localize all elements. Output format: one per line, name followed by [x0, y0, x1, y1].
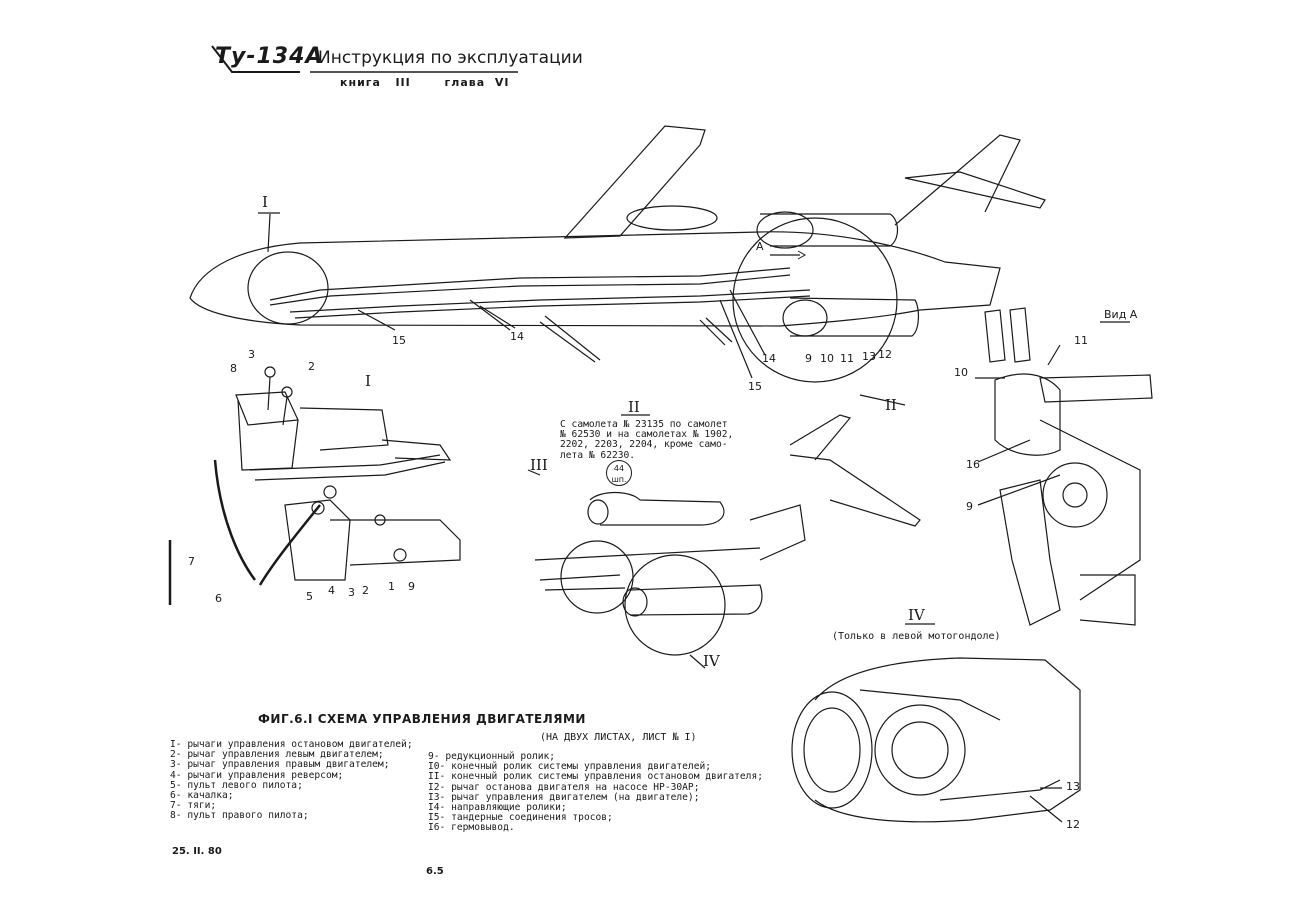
note-line: 2202, 2203, 2204, кроме само- — [560, 439, 728, 451]
callout-2: 2 — [362, 584, 369, 597]
view-label-i-top: I — [262, 193, 268, 211]
callout-13: 13 — [1066, 780, 1080, 793]
callout-4: 4 — [328, 584, 335, 597]
callout-3: 3 — [348, 586, 355, 599]
detail-circles — [247, 217, 898, 656]
legend-left: I- рычаги управления остановом двигателе… — [170, 739, 413, 822]
callout-2: 2 — [308, 360, 315, 373]
callout-5: 5 — [306, 590, 313, 603]
callout-14: 14 — [510, 330, 524, 343]
detail-i-drawing — [168, 366, 461, 605]
figure-title: ФИГ.6.I СХЕМА УПРАВЛЕНИЯ ДВИГАТЕЛЯМИ — [258, 712, 586, 726]
chapter-number: VI — [494, 76, 510, 89]
header-rule — [211, 45, 518, 73]
legend-item: 9- редукционный ролик; — [428, 751, 556, 762]
callout-6: 6 — [215, 592, 222, 605]
legend-item: I6- гермовывод. — [428, 822, 515, 834]
book-label: книга — [340, 76, 381, 89]
callout-3: 3 — [248, 348, 255, 361]
legend-item: 6- качалка; — [170, 790, 234, 802]
view-label-ii: II — [885, 396, 897, 414]
revision-date: 25. II. 80 — [172, 846, 222, 857]
legend-item: 5- пульт левого пилота; — [170, 779, 303, 791]
view-label-ii-top: II — [628, 398, 640, 416]
aircraft-fuselage — [189, 125, 1046, 363]
callout-12: 12 — [1066, 818, 1080, 831]
callout-8: 8 — [230, 362, 237, 375]
callout-14: 14 — [762, 352, 776, 365]
frame-badge: 44 шп. — [606, 460, 632, 486]
view-a-drawing — [975, 307, 1153, 626]
view-label-i: I — [365, 372, 371, 390]
aircraft-model-logo: Ту-134А — [215, 44, 324, 69]
figure-sheet-note: (НА ДВУХ ЛИСТАХ, ЛИСТ № I) — [540, 732, 697, 743]
book-number: III — [395, 76, 411, 89]
callout-11: 11 — [840, 352, 854, 365]
legend-item: I5- тандерные соединения тросов; — [428, 812, 613, 824]
frame-unit: шп. — [611, 475, 627, 484]
callout-13: 13 — [862, 350, 876, 363]
note-line: № 62530 и на самолетах № 1902, — [560, 429, 734, 441]
callout-9: 9 — [408, 580, 415, 593]
modification-note: С самолета № 23135 по самолет № 62530 и … — [560, 419, 734, 461]
legend-item: I4- направляющие ролики; — [428, 802, 567, 814]
legend-right: 9- редукционный ролик; I0- конечный роли… — [428, 751, 764, 834]
legend-item: II- конечный ролик системы управления ос… — [428, 771, 764, 783]
callout-11: 11 — [1074, 334, 1088, 347]
leader-lines — [258, 212, 906, 416]
callout-9: 9 — [966, 500, 973, 513]
callout-15: 15 — [392, 334, 406, 347]
legend-item: 2- рычаг управления левым двигателем; — [170, 749, 384, 761]
callout-7: 7 — [188, 555, 195, 568]
view-label-iii: III — [530, 456, 548, 474]
arrow-a-label: A — [756, 240, 764, 253]
callout-12: 12 — [878, 348, 892, 361]
detail-ii-drawing — [527, 414, 921, 669]
page-number: 6.5 — [426, 866, 444, 877]
document-title: Инструкция по эксплуатации — [318, 48, 583, 68]
legend-item: 7- тяги; — [170, 800, 217, 812]
callout-15: 15 — [748, 380, 762, 393]
legend-item: 3- рычаг управления правым двигателем; — [170, 759, 390, 771]
view-label-iv: IV — [908, 606, 925, 624]
legend-item: 8- пульт правого пилота; — [170, 810, 309, 822]
callout-1: 1 — [388, 580, 395, 593]
callout-10: 10 — [954, 366, 968, 379]
callout-10: 10 — [820, 352, 834, 365]
frame-number: 44 — [613, 464, 625, 473]
view-label-iv-small: IV — [703, 652, 720, 670]
callout-9: 9 — [805, 352, 812, 365]
chapter-label: глава — [444, 76, 486, 89]
legend-item: I3- рычаг управления двигателем (на двиг… — [428, 791, 700, 803]
legend-item: I2- рычаг останова двигателя на насосе Н… — [428, 781, 700, 793]
note-line: С самолета № 23135 по самолет — [560, 419, 728, 430]
book-chapter: книга III глава VI — [340, 76, 509, 89]
callout-16: 16 — [966, 458, 980, 471]
legend-item: 4- рычаги управления реверсом; — [170, 769, 344, 781]
control-cable-runs — [269, 267, 811, 319]
detail-iv-drawing — [791, 623, 1081, 823]
legend-item: I0- конечный ролик системы управления дв… — [428, 761, 712, 773]
view-a-label: Вид А — [1104, 308, 1138, 321]
note-line: лета № 62230. — [560, 449, 636, 461]
legend-item: I- рычаги управления остановом двигателе… — [170, 739, 413, 750]
detail-iv-note: (Только в левой мотогондоле) — [832, 631, 1001, 642]
